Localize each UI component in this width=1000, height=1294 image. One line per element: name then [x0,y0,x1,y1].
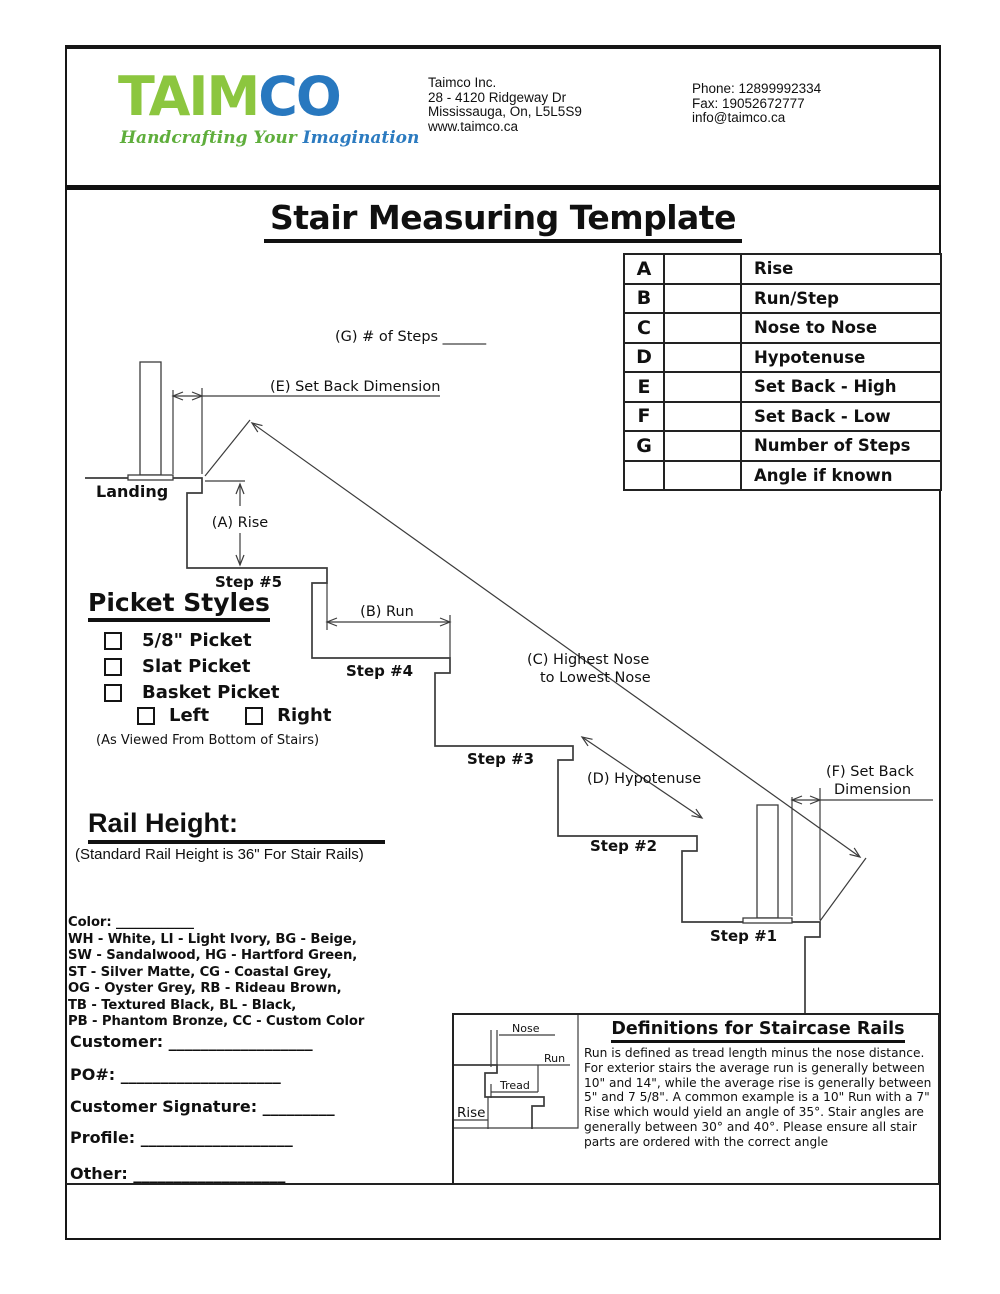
row-value-cell [663,282,742,314]
address-line: 28 - 4120 Ridgeway Dr [428,89,567,105]
checkbox-basket-picket[interactable] [104,683,122,702]
step-definitions-diagram: Nose Run Tread Rise [454,1015,579,1129]
row-letter: D [623,341,665,373]
color-code-line: PB - Phantom Bronze, CC - Custom Color [68,1014,365,1029]
mini-tread-label: Tread [499,1079,530,1092]
logo-text-blue: CO [258,65,342,128]
row-letter: B [623,282,665,314]
definitions-body: Run is defined as tread length minus the… [584,1046,932,1149]
mini-box-border [454,1015,579,1129]
f-label-line1: (F) Set Back [826,764,914,780]
mini-nose-label: Nose [512,1022,540,1035]
page-border [65,45,941,1240]
taimco-logo: TAIMCO [118,70,342,124]
d-label: (D) Hypotenuse [587,771,701,787]
color-code-line: WH - White, LI - Light Ivory, BG - Beige… [68,931,357,947]
picket-styles-heading: Picket Styles [88,588,270,622]
checkbox-left[interactable] [137,706,155,725]
checkbox-58-picket[interactable] [104,631,122,650]
fax: Fax: 19052672777 [692,95,805,111]
side-option-label: Left [169,705,210,726]
landing-label: Landing [96,482,168,501]
checkbox-right[interactable] [245,706,264,725]
logo-tagline: Handcrafting Your Imagination [120,128,419,148]
company-name: Taimco Inc. [428,75,497,90]
picket-side-row: Left Right [137,705,331,726]
row-label: Run/Step [740,282,942,314]
step4-label: Step #4 [346,662,413,680]
row-label: Rise [740,253,942,285]
stair-diagram: (E) Set Back Dimension (G) # of Steps __… [85,329,933,1013]
table-row: B Run/Step [623,282,942,314]
step1-label: Step #1 [710,927,777,945]
rail-height-heading: Rail Height: [88,808,385,844]
definitions-title: Definitions for Staircase Rails [579,1019,937,1043]
c-label-line1: (C) Highest Nose [527,652,649,668]
step5-label: Step #5 [215,573,282,591]
email: info@taimco.ca [692,110,786,125]
address-line: Mississauga, On, L5L5S9 [428,104,582,119]
dim-c-nose-to-nose [204,419,867,922]
table-row: A Rise [623,253,942,285]
website: www.taimco.ca [428,118,519,134]
step2-label: Step #2 [590,837,657,855]
color-code-line: SW - Sandalwood, HG - Hartford Green, [68,948,358,963]
dim-e-setback-high [171,388,440,474]
row-value-cell [663,312,742,344]
company-contact: Phone: 12899992334 Fax: 19052672777 info… [692,81,822,126]
g-label: (G) # of Steps ______ [335,329,487,345]
picket-option-row: Basket Picket [104,682,279,703]
tagline-blue: Imagination [302,128,420,148]
picket-option-label: 5/8" Picket [142,630,252,651]
profile-field: Profile: ___________________ [70,1128,293,1147]
customer-signature-field: Customer Signature: _________ [70,1097,335,1116]
color-code-line: ST - Silver Matte, CG - Coastal Grey, [68,964,332,980]
picket-note: (As Viewed From Bottom of Stairs) [96,733,320,748]
side-option-label: Right [277,705,332,726]
landing-post [127,361,174,481]
step3-label: Step #3 [467,750,534,768]
f-label-line2: Dimension [834,782,911,798]
a-label: (A) Rise [212,515,269,531]
checkbox-slat-picket[interactable] [104,657,122,676]
po-field: PO#: ____________________ [70,1065,281,1084]
rail-height-note: (Standard Rail Height is 36" For Stair R… [75,846,364,863]
definitions-box: Nose Run Tread Rise Definitions for Stai… [452,1013,940,1185]
row-letter: E [623,371,665,403]
color-section: Color: ____________ WH - White, LI - Lig… [68,915,364,1031]
picket-option-label: Basket Picket [142,682,280,703]
color-code-line: TB - Textured Black, BL - Black, [68,997,297,1013]
step1-post [742,804,793,924]
picket-option-row: Slat Picket [104,656,250,677]
b-label: (B) Run [360,604,414,620]
mini-rise-label: Rise [457,1105,485,1121]
table-row: D Hypotenuse [623,341,942,373]
mini-run-label: Run [544,1052,565,1065]
picket-option-label: Slat Picket [142,656,251,677]
color-code-line: OG - Oyster Grey, RB - Rideau Brown, [68,981,342,996]
color-field: Color: ____________ [68,915,194,930]
dim-d-hypotenuse [580,736,704,819]
picket-option-row: 5/8" Picket [104,630,252,651]
customer-field: Customer: __________________ [70,1032,313,1051]
company-address: Taimco Inc. 28 - 4120 Ridgeway Dr Missis… [428,75,582,134]
dim-b-run [325,583,452,658]
dim-a-rise [205,480,245,567]
row-letter: A [623,253,665,285]
header-divider [65,185,941,190]
tagline-green: Handcrafting Your [120,128,297,148]
logo-text-green: TAIM [118,65,260,128]
dim-f-setback-low [790,788,933,920]
phone: Phone: 12899992334 [692,81,822,96]
row-value-cell [663,253,742,285]
c-label-line2: to Lowest Nose [540,670,651,686]
other-field: Other: ___________________ [70,1164,286,1183]
page-title: Stair Measuring Template [66,198,940,243]
e-label: (E) Set Back Dimension [270,379,440,395]
